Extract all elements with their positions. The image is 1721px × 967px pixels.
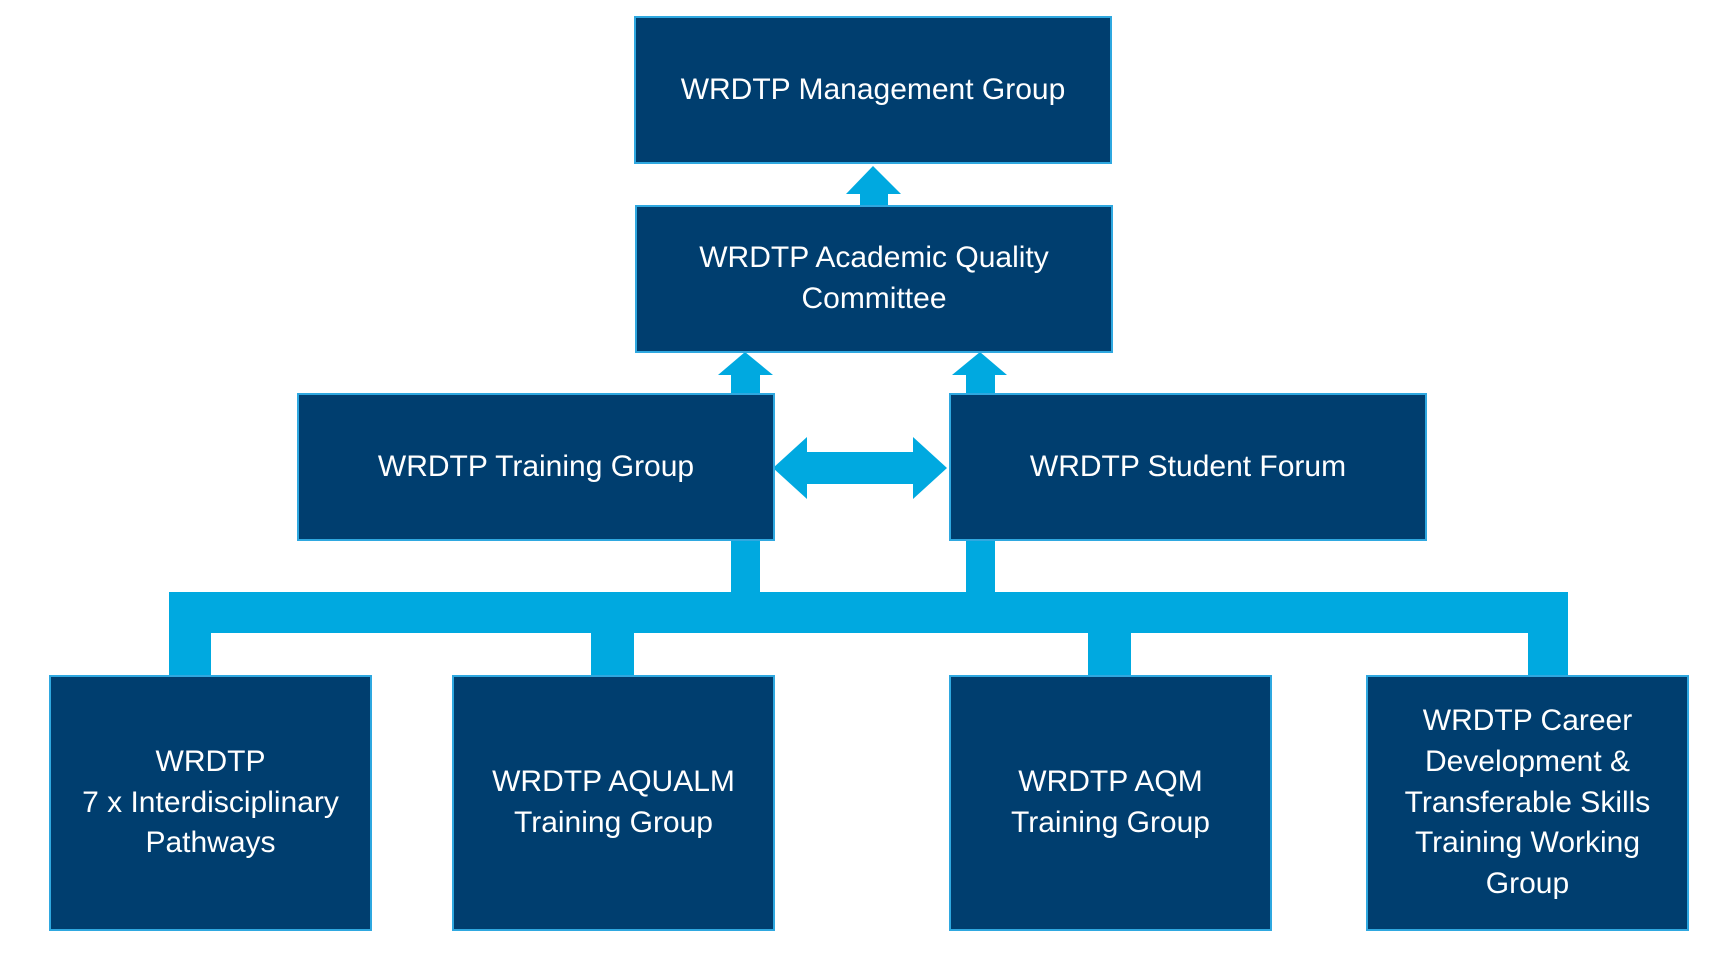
node-aqualm-training-group: WRDTP AQUALM Training Group	[452, 675, 775, 931]
node-label: WRDTP Training Group	[377, 449, 695, 483]
node-interdisciplinary-pathways: WRDTP 7 x Interdisciplinary Pathways	[49, 675, 372, 931]
arrow-shaft-bus-to-training-group	[731, 538, 760, 594]
node-label: WRDTP AQUALM Training Group	[492, 765, 735, 839]
node-label: WRDTP Career Development & Transferable …	[1404, 704, 1651, 901]
node-management-group: WRDTP Management Group	[634, 16, 1112, 164]
arrow-shaft-bus-to-student-forum	[966, 538, 995, 594]
node-career-development-group: WRDTP Career Development & Transferable …	[1366, 675, 1689, 931]
node-label: WRDTP 7 x Interdisciplinary Pathways	[82, 744, 339, 860]
node-label: WRDTP AQM Training Group	[1011, 765, 1210, 839]
drop-aqualm	[591, 632, 634, 675]
node-aqm-training-group: WRDTP AQM Training Group	[949, 675, 1272, 931]
arrow-training-to-aqc	[718, 352, 773, 375]
node-training-group: WRDTP Training Group	[297, 393, 775, 541]
arrow-aqc-to-management	[846, 166, 901, 194]
node-label: WRDTP Academic Quality Committee	[699, 241, 1049, 315]
drop-aqm	[1088, 632, 1131, 675]
node-label: WRDTP Student Forum	[1029, 449, 1347, 483]
arrow-shaft-training-to-aqc	[731, 373, 760, 395]
double-arrow-training-forum	[773, 437, 947, 499]
bus-bar	[169, 592, 1568, 675]
node-academic-quality-committee: WRDTP Academic Quality Committee	[635, 205, 1113, 353]
node-student-forum: WRDTP Student Forum	[949, 393, 1427, 541]
arrow-forum-to-aqc	[952, 352, 1007, 375]
arrow-shaft-forum-to-aqc	[966, 373, 995, 395]
arrow-shaft-aqc-to-management	[860, 192, 888, 206]
node-label: WRDTP Management Group	[680, 72, 1066, 106]
